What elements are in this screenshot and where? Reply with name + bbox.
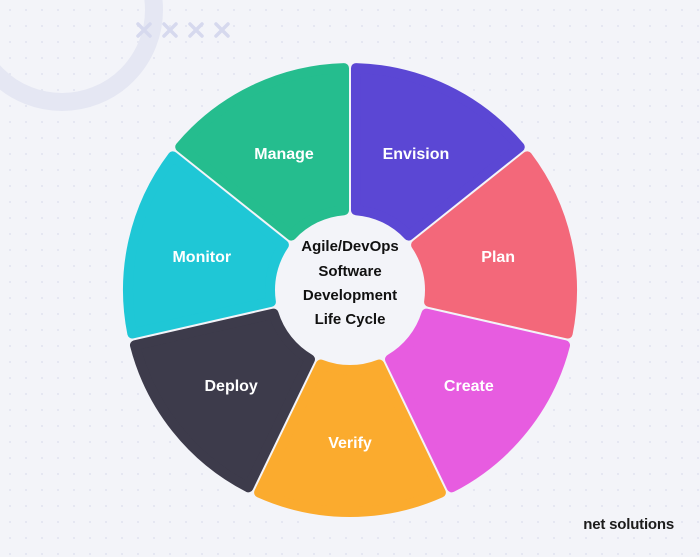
segment-plan xyxy=(411,151,577,339)
background-dot-pattern xyxy=(8,8,700,556)
segment-label-create: Create xyxy=(444,378,494,395)
x-mark-1 xyxy=(136,22,152,38)
center-line-3: Development xyxy=(303,287,397,304)
segment-label-deploy: Deploy xyxy=(204,378,257,395)
center-label: Agile/DevOps Software Development Life C… xyxy=(301,238,399,328)
segment-label-plan: Plan xyxy=(481,249,515,266)
center-line-2: Software xyxy=(318,263,381,280)
net-solutions-logo: net solutions xyxy=(583,516,674,533)
segment-label-manage: Manage xyxy=(254,146,314,163)
segment-manage xyxy=(175,63,350,241)
segment-envision xyxy=(350,63,525,241)
segment-label-envision: Envision xyxy=(383,146,450,163)
x-mark-2 xyxy=(162,22,178,38)
center-line-4: Life Cycle xyxy=(315,311,386,328)
x-mark-decoration xyxy=(136,22,230,38)
center-line-1: Agile/DevOps xyxy=(301,238,399,255)
segment-label-monitor: Monitor xyxy=(172,249,231,266)
segment-verify xyxy=(254,359,446,517)
background-ring-decoration xyxy=(0,0,163,111)
segment-deploy xyxy=(129,308,315,493)
segment-label-verify: Verify xyxy=(328,435,372,452)
x-mark-3 xyxy=(188,22,204,38)
segment-monitor xyxy=(123,151,289,339)
segment-create xyxy=(385,308,571,493)
x-mark-4 xyxy=(214,22,230,38)
